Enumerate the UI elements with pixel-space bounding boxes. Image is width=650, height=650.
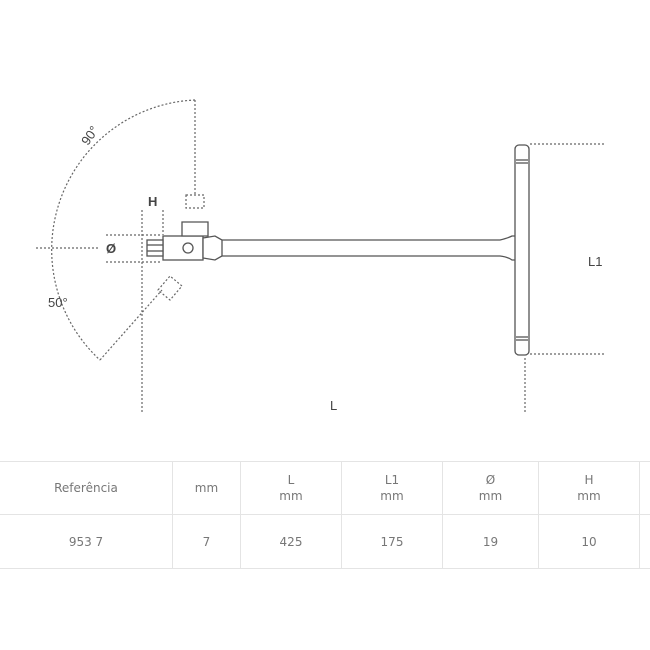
shaft bbox=[209, 235, 521, 261]
dimension-L-label: L bbox=[330, 398, 338, 413]
t-handle-wrench-diagram bbox=[36, 99, 605, 412]
angle-50-label: 50° bbox=[48, 295, 68, 310]
cell-reference: 953 7 bbox=[0, 514, 173, 569]
cell-H: 10 bbox=[538, 514, 640, 569]
cell-L: 425 bbox=[240, 514, 342, 569]
dimension-diameter-label: Ø bbox=[106, 241, 117, 256]
dimension-H-label: H bbox=[148, 194, 158, 209]
cell-filler bbox=[639, 514, 650, 569]
rotation-arc bbox=[51, 99, 196, 361]
header-reference: Referência bbox=[0, 461, 173, 515]
header-filler bbox=[639, 461, 650, 515]
cell-L1: 175 bbox=[341, 514, 443, 569]
header-size: mm bbox=[172, 461, 241, 515]
dimension-L1-label: L1 bbox=[588, 254, 603, 269]
cell-diameter: 19 bbox=[442, 514, 539, 569]
table-row: 953 7 7 425 175 19 10 bbox=[0, 514, 650, 569]
cell-size: 7 bbox=[172, 514, 241, 569]
